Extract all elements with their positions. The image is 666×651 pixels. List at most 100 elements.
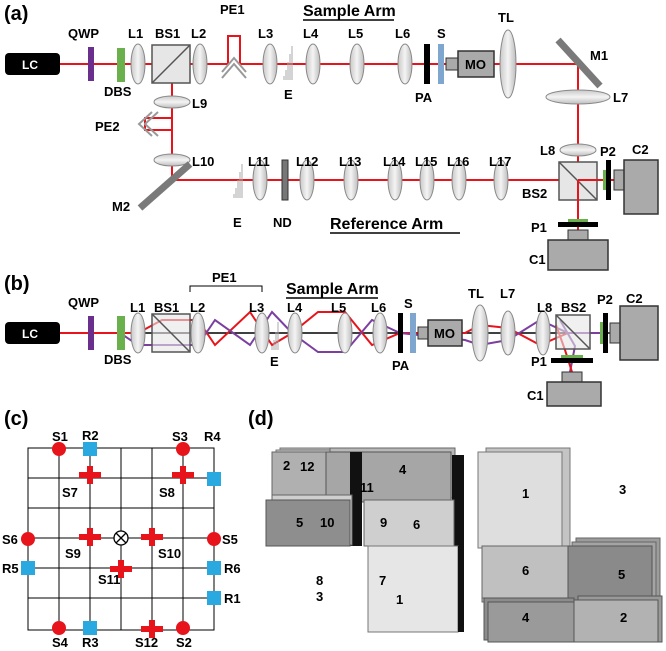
source-s12	[141, 620, 163, 638]
l1-label: L1	[128, 26, 143, 41]
l6-label: L6	[395, 26, 410, 41]
l3-label: L3	[258, 26, 273, 41]
panel-c: (c)	[2, 408, 241, 650]
l12-label: L12	[296, 154, 318, 169]
label-s9: S9	[65, 546, 81, 561]
receiver-r2	[83, 442, 97, 456]
pa-aperture-b	[398, 313, 403, 353]
p1-polarizer	[558, 222, 598, 227]
lens-l8-b	[535, 310, 551, 356]
s-label: S	[437, 26, 446, 41]
pe1-label-b: PE1	[212, 270, 237, 285]
lens-l4	[305, 43, 321, 85]
label-s7: S7	[62, 485, 78, 500]
camera-c2	[623, 159, 659, 215]
l13-label: L13	[339, 154, 361, 169]
panel-a: (a) LC QWP DBS L1 BS1 L2 P	[4, 2, 659, 271]
pe1-bracket-b	[189, 285, 263, 292]
camera-c2-b	[619, 305, 659, 361]
d-left-8: 8	[316, 573, 323, 588]
dbs-mirror	[117, 48, 125, 82]
receiver-r5	[21, 561, 35, 575]
mo-objective-b	[427, 319, 463, 347]
mo-label: MO	[465, 57, 486, 72]
source-s7	[79, 466, 101, 484]
etalon-e1	[283, 46, 293, 80]
s-sample	[438, 44, 444, 84]
lens-l7	[545, 89, 611, 105]
c1-label-b: C1	[527, 388, 544, 403]
lens-l14	[387, 159, 403, 201]
d-right-2: 2	[620, 610, 627, 625]
lens-l4-b	[287, 312, 303, 354]
bs2-label-b: BS2	[561, 300, 586, 315]
dbs-mirror-b	[117, 316, 125, 350]
pe2-reflector	[137, 111, 159, 137]
p2-label: P2	[600, 144, 616, 159]
etalon-e2	[233, 164, 243, 198]
sample-arm-label-b: Sample Arm	[286, 281, 379, 298]
source-s3	[176, 442, 190, 456]
l17-label: L17	[489, 154, 511, 169]
mirror-m1	[555, 37, 603, 89]
lens-l1	[130, 43, 146, 85]
mo-objective	[457, 50, 495, 78]
l2-label-b: L2	[190, 300, 205, 315]
block-assembly-right: 1 3 6 5 4 2	[477, 447, 663, 643]
panel-c-label: (c)	[4, 408, 28, 430]
label-s10: S10	[158, 546, 181, 561]
label-s12: S12	[135, 635, 158, 650]
label-r1: R1	[224, 591, 241, 606]
label-s8: S8	[159, 485, 175, 500]
m2-label: M2	[112, 199, 130, 214]
lens-l2	[192, 43, 208, 85]
d-left-4: 4	[399, 462, 407, 477]
source-s4	[52, 621, 66, 635]
lens-l13	[343, 159, 359, 201]
bs1-label: BS1	[155, 26, 180, 41]
label-s3: S3	[172, 429, 188, 444]
reference-arm-label: Reference Arm	[330, 216, 443, 233]
dbs-label: DBS	[104, 84, 132, 99]
lens-l12	[299, 159, 315, 201]
panel-d-label: (d)	[248, 408, 274, 430]
source-s9	[79, 528, 101, 546]
sample-arm-label-a: Sample Arm	[303, 3, 396, 20]
receivers	[21, 442, 221, 635]
c1-label: C1	[529, 252, 546, 267]
m1-label: M1	[590, 48, 608, 63]
d-left-1: 1	[396, 592, 403, 607]
p2-label-b: P2	[597, 292, 613, 307]
source-s1	[52, 442, 66, 456]
qwp-plate	[88, 47, 94, 81]
l6-label-b: L6	[371, 300, 386, 315]
source-s11	[110, 560, 132, 578]
lens-l8	[559, 143, 597, 157]
e1-label: E	[284, 87, 293, 102]
lens-l3-b	[254, 312, 270, 354]
nd-label: ND	[273, 215, 292, 230]
dbs-label-b: DBS	[104, 352, 132, 367]
s-label-b: S	[404, 296, 413, 311]
source-s6	[21, 532, 35, 546]
mirror-m2	[137, 161, 193, 211]
source-s5	[207, 532, 221, 546]
p2-polarizer	[606, 160, 611, 200]
s-sample-b	[410, 313, 416, 353]
receiver-r4	[207, 472, 221, 486]
d-left-6: 6	[413, 517, 420, 532]
lc-source-b	[5, 322, 60, 344]
label-r4: R4	[204, 429, 221, 444]
block-2r	[573, 599, 659, 643]
e2-label: E	[233, 215, 242, 230]
l7-label-b: L7	[500, 286, 515, 301]
p2-polarizer-b	[603, 313, 608, 353]
lens-l11	[252, 159, 268, 201]
d-left-11: 11	[360, 480, 374, 495]
c2-label: C2	[632, 142, 649, 157]
pa-aperture	[424, 44, 430, 84]
lens-l17	[493, 159, 509, 201]
lc-label: LC	[22, 58, 38, 72]
l5-label: L5	[348, 26, 363, 41]
camera-c1	[547, 239, 609, 271]
